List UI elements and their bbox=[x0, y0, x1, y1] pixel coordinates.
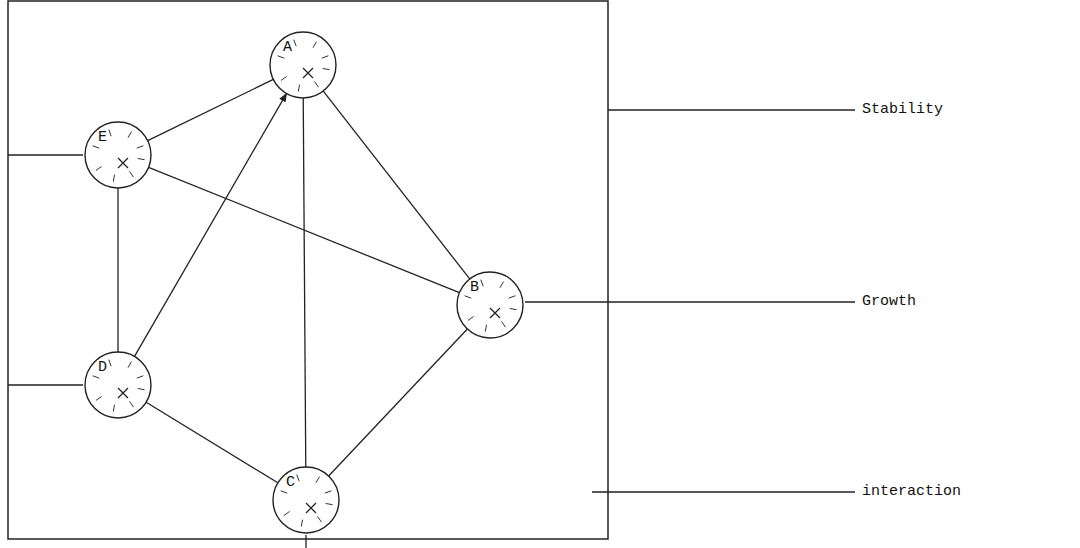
circle-node: D bbox=[83, 350, 153, 420]
node-letter: C bbox=[285, 475, 296, 491]
circle-outline bbox=[268, 30, 338, 100]
node-letter: E bbox=[97, 130, 108, 146]
connector bbox=[323, 91, 469, 279]
node-letter: D bbox=[97, 360, 108, 376]
connector bbox=[135, 94, 287, 357]
circle-node: A bbox=[268, 30, 338, 100]
circle-node: B bbox=[455, 270, 525, 340]
leader-line bbox=[592, 491, 855, 492]
connector bbox=[303, 98, 306, 467]
side-label: interaction bbox=[862, 483, 961, 501]
stub-line bbox=[8, 154, 83, 155]
stub-line bbox=[8, 384, 83, 385]
circle-node: E bbox=[83, 120, 153, 190]
frame bbox=[8, 1, 608, 539]
circle-outline bbox=[455, 270, 525, 340]
node-letter: B bbox=[469, 280, 480, 296]
connector bbox=[329, 329, 468, 476]
connector bbox=[146, 402, 278, 483]
stub-line bbox=[305, 535, 306, 548]
side-label: Stability bbox=[862, 101, 943, 119]
circle-node: C bbox=[271, 465, 341, 535]
circle-outline bbox=[271, 465, 341, 535]
leader-line bbox=[525, 301, 855, 302]
connector bbox=[117, 188, 118, 352]
leader-line bbox=[608, 109, 855, 110]
side-label: Growth bbox=[862, 293, 916, 311]
node-letter: A bbox=[282, 40, 293, 56]
circle-outline bbox=[83, 350, 153, 420]
circle-outline bbox=[83, 120, 153, 190]
connector bbox=[148, 79, 274, 140]
